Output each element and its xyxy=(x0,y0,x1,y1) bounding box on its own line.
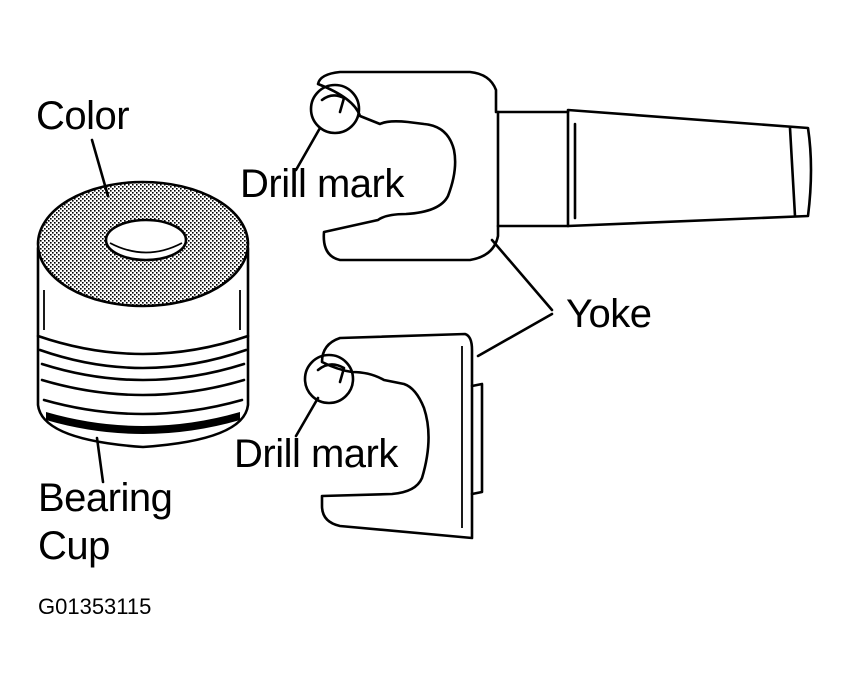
lower-yoke-outline xyxy=(320,332,474,540)
drill-mark-circle-top xyxy=(309,83,361,135)
lower-yoke xyxy=(303,332,484,540)
bearing-cup-body xyxy=(36,246,250,449)
drill-mark-notch-bottom xyxy=(316,363,346,384)
groove-band xyxy=(40,362,246,382)
drill-mark-top-leader xyxy=(294,126,322,172)
cup-label: Cup xyxy=(38,524,110,568)
drill-mark-label-top: Drill mark xyxy=(240,162,404,206)
groove-band xyxy=(38,348,248,370)
figure-code: G01353115 xyxy=(38,594,152,619)
upper-yoke xyxy=(309,70,813,262)
bearing-cup xyxy=(36,180,250,449)
bearing-cup-center-hole xyxy=(104,218,188,262)
upper-yoke-outline xyxy=(316,70,813,262)
shaft-end-line xyxy=(788,126,797,218)
color-leader-line xyxy=(90,138,110,198)
bearing-label: Bearing xyxy=(38,476,173,520)
drill-mark-label-bottom: Drill mark xyxy=(234,432,398,476)
yoke-leader-upper xyxy=(490,238,554,312)
drill-mark-bottom-leader xyxy=(294,396,320,438)
drill-mark-notch-top xyxy=(320,94,346,114)
drill-mark-circle-bottom xyxy=(303,353,355,405)
groove-band xyxy=(42,398,244,416)
color-label: Color xyxy=(36,94,130,138)
yoke-label: Yoke xyxy=(566,292,652,336)
bearing-cup-leader-line xyxy=(95,436,105,484)
hole-inner-edge xyxy=(109,242,183,254)
yoke-leader-lower xyxy=(476,312,554,358)
groove-band-dark xyxy=(46,412,240,434)
groove-band xyxy=(40,378,246,397)
groove-band xyxy=(36,334,250,356)
lower-yoke-lug xyxy=(470,382,484,496)
